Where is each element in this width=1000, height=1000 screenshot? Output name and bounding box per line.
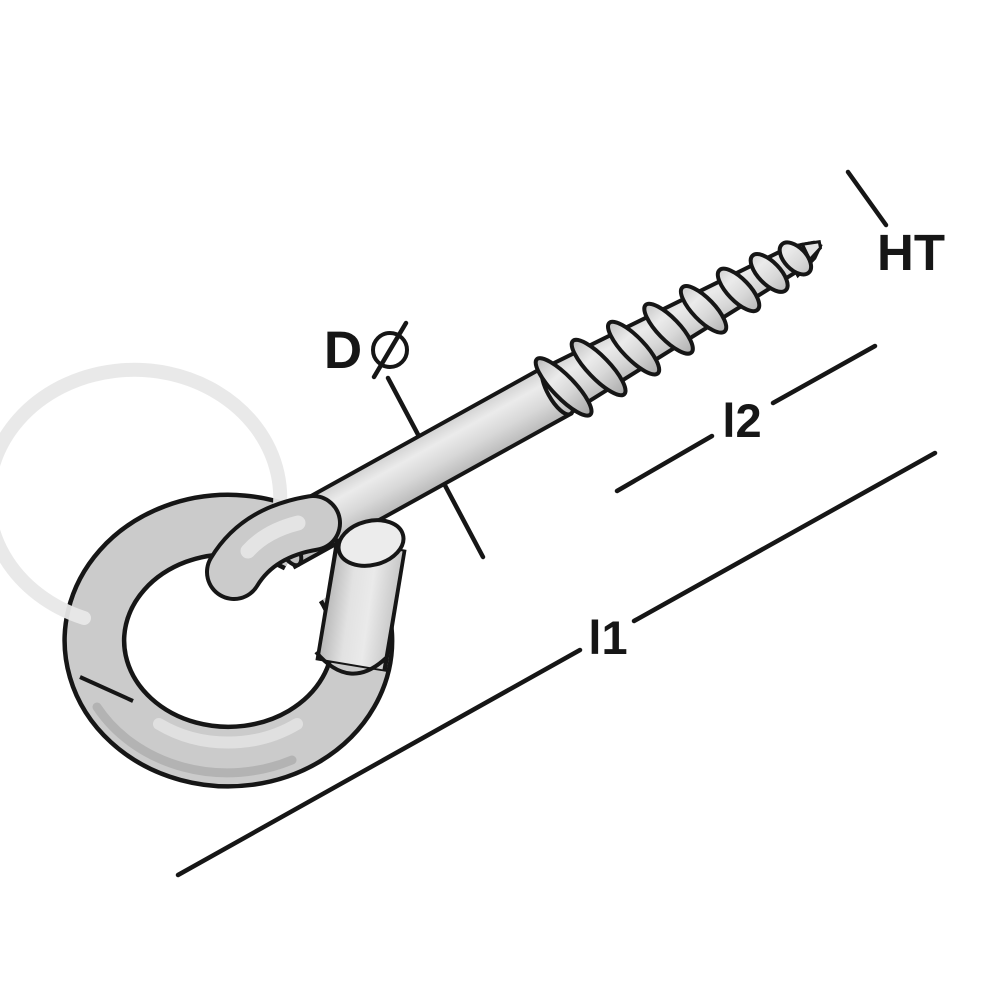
wire-end-stub [314,518,407,676]
ht-leader-line [845,169,889,228]
l1-label: l1 [588,611,627,664]
screw-hook-illustration [0,240,823,789]
hook-bend [205,494,342,601]
stub-base-seam [314,650,388,676]
dimension-ht: HT [845,169,945,281]
l2-line-upper [770,343,878,406]
l2-label: l2 [722,394,761,447]
dimension-annotations: l1 l2 HT D [175,169,945,878]
ht-label: HT [877,224,945,281]
diameter-symbol-icon [371,320,409,380]
d-label: D [324,321,362,380]
thread-ridges [533,240,814,418]
l1-line-lower [175,647,583,878]
hook-eye-loop [0,362,395,789]
l1-line-upper [631,450,938,624]
stub-cut-face [336,518,406,568]
dimension-l1: l1 [175,450,938,878]
l2-line-lower [614,433,715,494]
loop-seam-line [79,675,134,703]
dimension-l2: l2 [614,343,878,494]
